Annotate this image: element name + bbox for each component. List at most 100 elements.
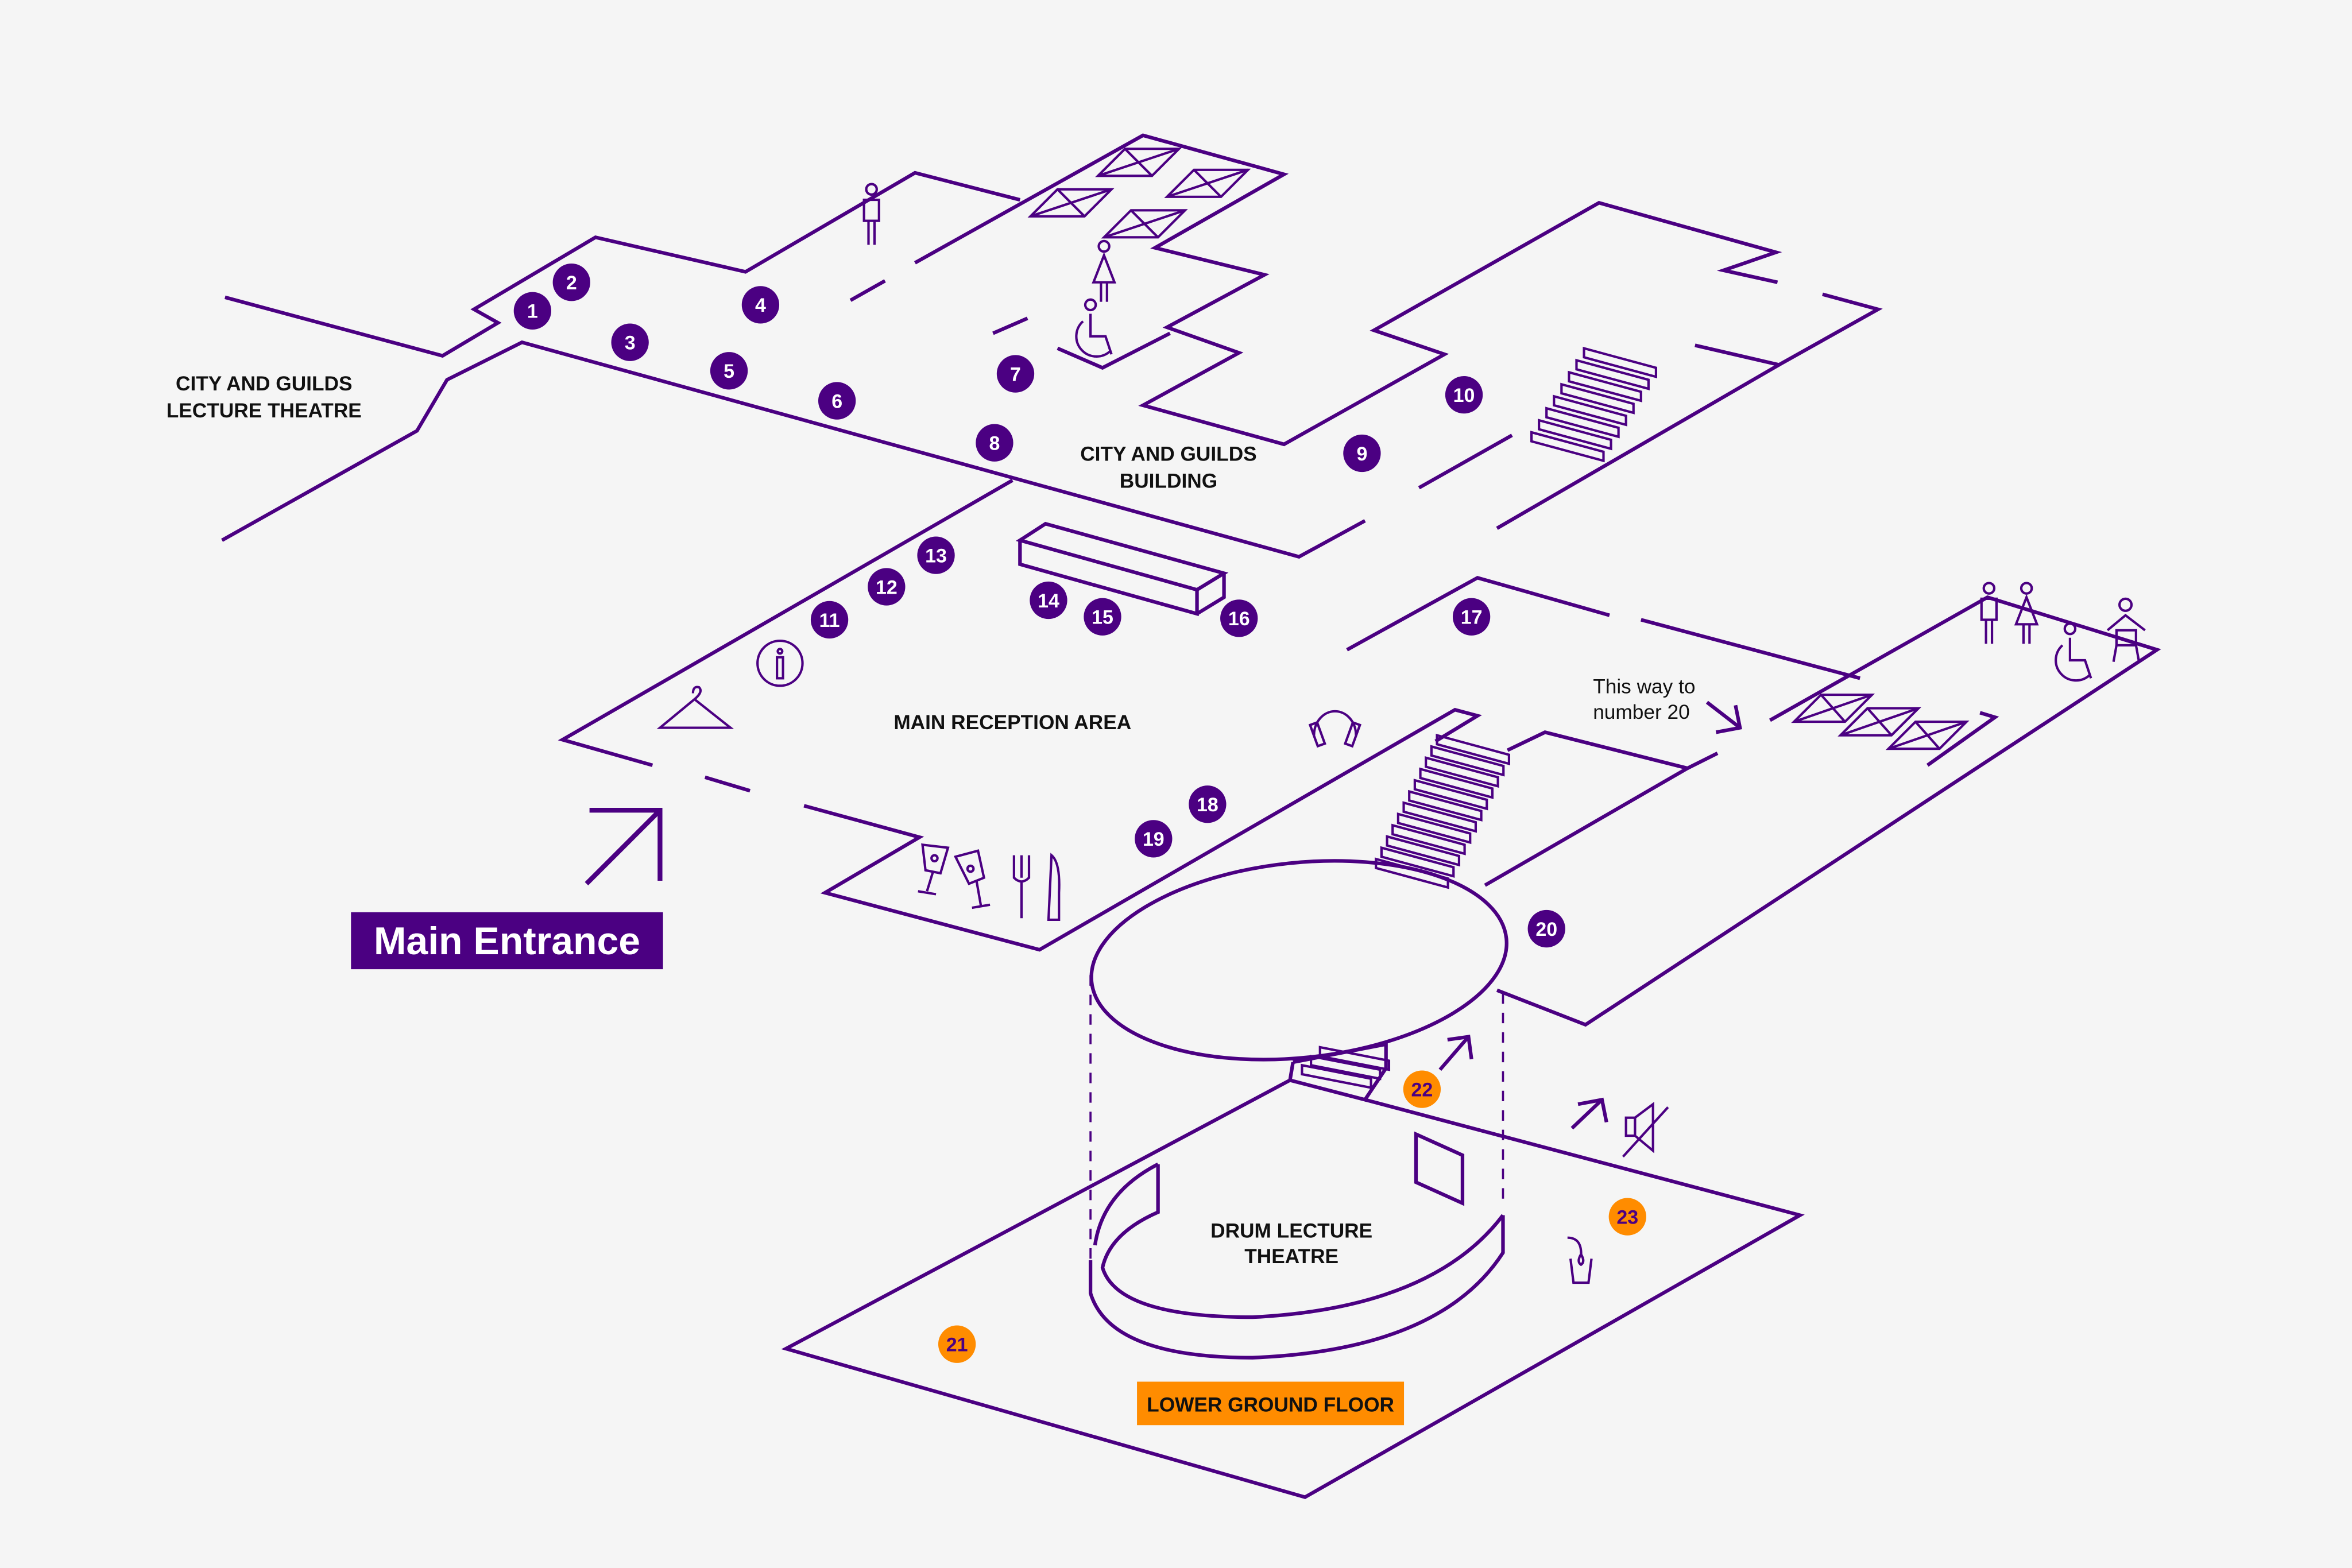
location-marker-6[interactable]: 6	[818, 382, 856, 420]
marker-circle	[818, 382, 856, 420]
marker-circle	[1135, 820, 1173, 858]
location-marker-16[interactable]: 16	[1220, 599, 1258, 637]
location-marker-22[interactable]: 22	[1403, 1070, 1441, 1108]
cloakroom-hanger-icon	[656, 686, 734, 729]
marker-circle	[810, 601, 849, 639]
stair-step	[1425, 756, 1499, 788]
marker-circle	[938, 1325, 976, 1363]
stair-step	[1318, 1046, 1391, 1071]
walls	[221, 133, 2161, 1027]
marker-number: 22	[1411, 1079, 1433, 1101]
stair-step	[1436, 733, 1511, 765]
location-marker-8[interactable]: 8	[976, 424, 1013, 462]
location-marker-17[interactable]: 17	[1452, 598, 1491, 636]
main-entrance: Main Entrance	[351, 808, 663, 970]
baby-change-icon	[2106, 597, 2146, 662]
stair-step	[1419, 767, 1494, 799]
marker-number: 17	[1461, 607, 1483, 629]
location-marker-11[interactable]: 11	[810, 601, 849, 639]
marker-number: 10	[1453, 385, 1475, 406]
cutlery-icon	[1012, 853, 1061, 921]
headphones-icon	[1308, 710, 1361, 748]
stair-step	[1386, 835, 1461, 867]
toilet-female-icon	[1092, 239, 2039, 644]
stair-step	[1380, 846, 1455, 878]
marker-circle	[1030, 581, 1067, 620]
marker-circle	[552, 264, 590, 301]
location-marker-1[interactable]: 1	[513, 292, 551, 330]
stair-step	[1396, 812, 1472, 845]
arrow-icon	[1438, 700, 1742, 1130]
location-marker-5[interactable]: 5	[710, 352, 748, 390]
marker-circle	[1084, 598, 1121, 636]
marker-circle	[996, 355, 1035, 393]
location-marker-19[interactable]: 19	[1135, 820, 1173, 858]
stair-step	[1530, 431, 1605, 463]
marker-circle	[1403, 1070, 1441, 1108]
marker-number: 23	[1616, 1206, 1638, 1228]
stair-step	[1408, 789, 1483, 822]
stair-step	[1560, 382, 1635, 415]
marker-number: 16	[1228, 608, 1250, 630]
accessible-toilet-icon	[1075, 298, 2092, 682]
marker-number: 6	[831, 390, 842, 412]
stair-step	[1553, 394, 1627, 427]
marker-number: 14	[1038, 590, 1059, 612]
location-marker-7[interactable]: 7	[996, 355, 1035, 393]
location-marker-13[interactable]: 13	[917, 536, 955, 574]
marker-circle	[513, 292, 551, 330]
lift-boxes	[1027, 148, 1970, 750]
lift-icon	[1101, 209, 1188, 239]
marker-number: 13	[925, 545, 947, 567]
marker-circle	[1608, 1198, 1646, 1236]
marker-number: 4	[755, 295, 766, 316]
marker-number: 3	[625, 332, 636, 354]
location-marker-20[interactable]: 20	[1527, 909, 1565, 948]
location-marker-4[interactable]: 4	[741, 286, 780, 324]
marker-number: 8	[989, 433, 1000, 455]
stair-step	[1391, 823, 1466, 855]
location-marker-3[interactable]: 3	[611, 323, 649, 361]
svg-text:LOWER GROUND FLOOR: LOWER GROUND FLOOR	[1147, 1394, 1394, 1416]
stair-step	[1568, 370, 1642, 402]
marker-number: 19	[1143, 828, 1165, 850]
location-marker-23[interactable]: 23	[1608, 1198, 1646, 1236]
location-marker-10[interactable]: 10	[1445, 375, 1483, 414]
marker-number: 12	[876, 576, 898, 598]
marker-circle	[1445, 375, 1483, 414]
water-fountain-icon	[1567, 1236, 1593, 1284]
location-marker-14[interactable]: 14	[1030, 581, 1067, 620]
marker-circle	[611, 323, 649, 361]
drinks-icon	[918, 843, 991, 909]
stair-step	[1413, 779, 1488, 811]
marker-circle	[1189, 785, 1227, 823]
stair-step	[1575, 358, 1650, 390]
marker-circle	[976, 424, 1013, 462]
marker-circle	[917, 536, 955, 574]
marker-circle	[1527, 909, 1565, 948]
location-marker-21[interactable]: 21	[938, 1325, 976, 1363]
reception-desk	[1015, 521, 1229, 617]
drum-lecture-theatre-shape	[781, 859, 1805, 1499]
marker-circle	[1343, 434, 1381, 473]
marker-number: 15	[1092, 607, 1113, 629]
marker-number: 2	[566, 272, 577, 294]
location-marker-18[interactable]: 18	[1189, 785, 1227, 823]
mute-icon	[1622, 1102, 1669, 1158]
lower-ground-floor-badge: LOWER GROUND FLOOR	[1137, 1381, 1405, 1426]
stair-step	[1583, 346, 1658, 379]
location-marker-9[interactable]: 9	[1343, 434, 1381, 473]
marker-number: 7	[1010, 363, 1021, 385]
location-marker-2[interactable]: 2	[552, 264, 590, 301]
location-marker-15[interactable]: 15	[1084, 598, 1121, 636]
marker-circle	[710, 352, 748, 390]
marker-number: 5	[724, 361, 734, 382]
location-marker-12[interactable]: 12	[868, 568, 906, 606]
marker-circle	[741, 286, 780, 324]
marker-circle	[868, 568, 906, 606]
